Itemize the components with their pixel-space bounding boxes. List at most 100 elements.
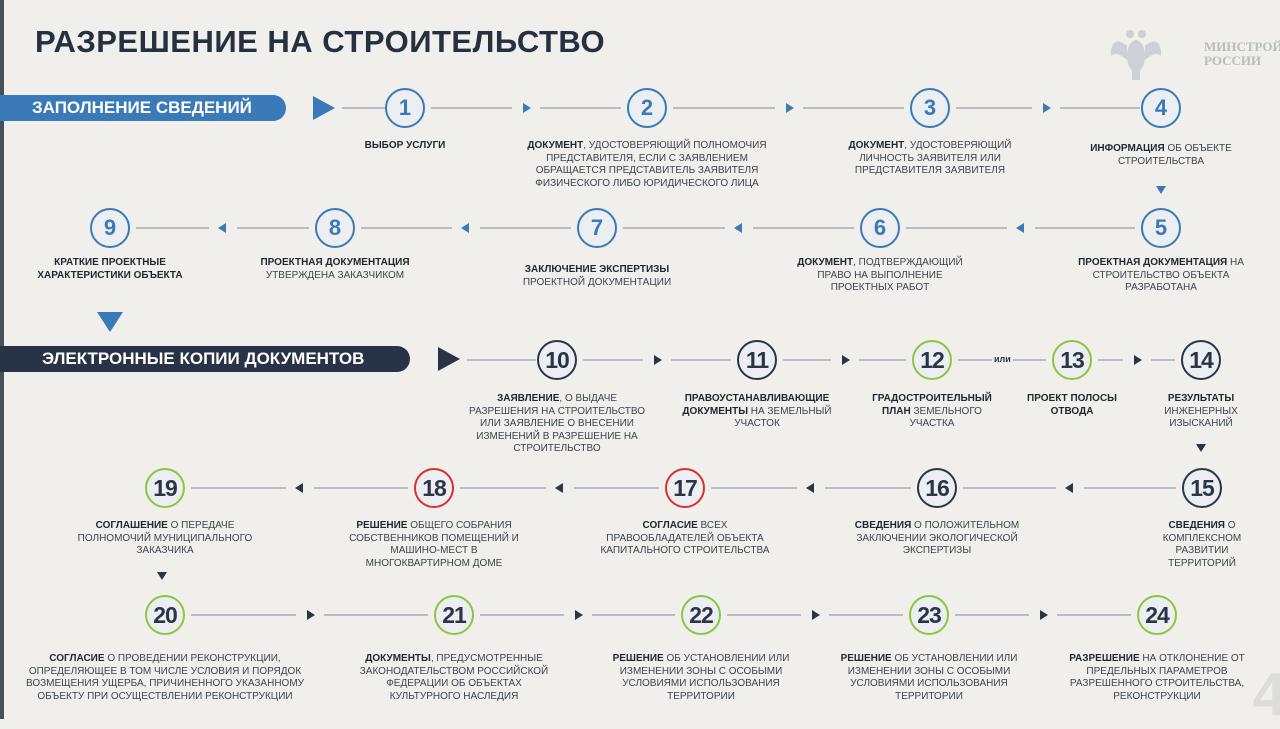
step-circle-8: 8 [315, 208, 355, 248]
step-text: , УДОСТОВЕРЯЮЩИЙ ПОЛНОМОЧИЯ ПРЕДСТАВИТЕЛ… [535, 140, 767, 189]
step-text: , ПОДТВЕРЖДАЮЩИЙ ПРАВО НА ВЫПОЛНЕНИЕ ПРО… [817, 257, 963, 293]
logo-line-2: РОССИИ [1204, 53, 1262, 68]
step-description-12: ГРАДОСТРОИТЕЛЬНЫЙ ПЛАН ЗЕМЕЛЬНОГО УЧАСТК… [867, 393, 997, 431]
step-description-3: ДОКУМЕНТ, УДОСТОВЕРЯЮЩИЙ ЛИЧНОСТЬ ЗАЯВИТ… [840, 140, 1020, 178]
step-title: ЗАЯВЛЕНИЕ [496, 393, 560, 404]
step-circle-23: 23 [909, 595, 949, 635]
ministry-logo: МИНСТРОЙ РОССИИ [1108, 26, 1280, 82]
section-banner-fill-info: ЗАПОЛНЕНИЕ СВЕДЕНИЙ [0, 95, 286, 121]
step-title: ВЫБОР УСЛУГИ [364, 140, 446, 151]
step-description-23: РЕШЕНИЕ ОБ УСТАНОВЛЕНИИ ИЛИ ИЗМЕНЕНИИ ЗО… [839, 653, 1019, 703]
step-title: СОГЛАСИЕ [49, 653, 105, 664]
step-description-11: ПРАВОУСТАНАВЛИВАЮЩИЕ ДОКУМЕНТЫ НА ЗЕМЕЛЬ… [667, 393, 847, 431]
step-circle-4: 4 [1141, 88, 1181, 128]
arrow-right-icon [1040, 610, 1048, 620]
step-title: РАЗРЕШЕНИЕ [1069, 653, 1140, 664]
step-description-1: ВЫБОР УСЛУГИ [315, 140, 495, 153]
step-circle-2: 2 [627, 88, 667, 128]
step-text: ЗЕМЕЛЬНОГО УЧАСТКА [909, 405, 982, 430]
step-description-5: ПРОЕКТНАЯ ДОКУМЕНТАЦИЯ НА СТРОИТЕЛЬСТВО … [1066, 257, 1256, 295]
step-title: КРАТКИЕ ПРОЕКТНЫЕ ХАРАКТЕРИСТИКИ ОБЪЕКТА [37, 257, 183, 281]
step-description-21: ДОКУМЕНТЫ, ПРЕДУСМОТРЕННЫЕ ЗАКОНОДАТЕЛЬС… [354, 653, 554, 703]
step-title: РЕШЕНИЕ [356, 520, 408, 531]
step-circle-14: 14 [1181, 340, 1221, 380]
arrow-left-icon [217, 223, 226, 233]
step-description-2: ДОКУМЕНТ, УДОСТОВЕРЯЮЩИЙ ПОЛНОМОЧИЯ ПРЕД… [522, 140, 772, 190]
step-title: СОГЛАСИЕ [642, 520, 698, 531]
step-text: О ПОЛОЖИТЕЛЬНОМ ЗАКЛЮЧЕНИИ ЭКОЛОГИЧЕСКОЙ… [856, 520, 1020, 556]
step-text: ОБЩЕГО СОБРАНИЯ СОБСТВЕННИКОВ ПОМЕЩЕНИЙ … [349, 520, 519, 569]
step-text: ПРОЕКТНОЙ ДОКУМЕНТАЦИИ [522, 276, 672, 288]
step-description-8: ПРОЕКТНАЯ ДОКУМЕНТАЦИЯ УТВЕРЖДЕНА ЗАКАЗЧ… [245, 257, 425, 282]
logo-text: МИНСТРОЙ РОССИИ [1204, 40, 1280, 68]
step-circle-21: 21 [434, 595, 474, 635]
step-circle-10: 10 [537, 340, 577, 380]
connector-line [342, 107, 386, 109]
step-description-4: ИНФОРМАЦИЯ ОБ ОБЪЕКТЕ СТРОИТЕЛЬСТВА [1071, 143, 1251, 168]
step-circle-17: 17 [665, 468, 705, 508]
step-circle-24: 24 [1137, 595, 1177, 635]
arrow-left-icon [554, 483, 563, 493]
step-title: ДОКУМЕНТ [848, 140, 905, 151]
step-text: ОБ УСТАНОВЛЕНИИ ИЛИ ИЗМЕНЕНИИ ЗОНЫ С ОСО… [619, 653, 790, 702]
step-circle-6: 6 [860, 208, 900, 248]
step-title: ДОКУМЕНТ [797, 257, 854, 268]
step-text: УТВЕРЖДЕНА ЗАКАЗЧИКОМ [265, 269, 405, 281]
step-circle-1: 1 [385, 88, 425, 128]
arrow-left-icon [461, 223, 469, 233]
arrow-right-icon [523, 103, 531, 113]
step-circle-20: 20 [145, 595, 185, 635]
step-title: СВЕДЕНИЯ [1168, 520, 1225, 531]
step-circle-12: 12 [912, 340, 952, 380]
step-text: НА ЗЕМЕЛЬНЫЙ УЧАСТОК [734, 405, 832, 430]
page-title: РАЗРЕШЕНИЕ НА СТРОИТЕЛЬСТВО [35, 24, 606, 59]
page-number: 4 [1252, 661, 1280, 728]
arrow-left-icon [1015, 223, 1024, 233]
arrow-left-icon [294, 483, 303, 493]
step-circle-3: 3 [910, 88, 950, 128]
step-description-16: СВЕДЕНИЯ О ПОЛОЖИТЕЛЬНОМ ЗАКЛЮЧЕНИИ ЭКОЛ… [847, 520, 1027, 558]
step-description-6: ДОКУМЕНТ, ПОДТВЕРЖДАЮЩИЙ ПРАВО НА ВЫПОЛН… [790, 257, 970, 295]
step-description-14: РЕЗУЛЬТАТЫ ИНЖЕНЕРНЫХ ИЗЫСКАНИЙ [1156, 393, 1246, 431]
step-description-19: СОГЛАШЕНИЕ О ПЕРЕДАЧЕ ПОЛНОМОЧИЙ МУНИЦИП… [75, 520, 255, 558]
step-text: О КОМПЛЕКСНОМ РАЗВИТИИ ТЕРРИТОРИЙ [1162, 520, 1242, 569]
step-description-15: СВЕДЕНИЯ О КОМПЛЕКСНОМ РАЗВИТИИ ТЕРРИТОР… [1147, 520, 1257, 570]
step-text: НА СТРОИТЕЛЬСТВО ОБЪЕКТА РАЗРАБОТАНА [1092, 257, 1244, 293]
step-description-9: КРАТКИЕ ПРОЕКТНЫЕ ХАРАКТЕРИСТИКИ ОБЪЕКТА [35, 257, 185, 282]
step-title: ПРАВОУСТАНАВЛИВАЮЩИЕ ДОКУМЕНТЫ [682, 393, 830, 417]
arrow-right-icon [785, 103, 794, 113]
step-text: О ПЕРЕДАЧЕ ПОЛНОМОЧИЙ МУНИЦИПАЛЬНОГО ЗАК… [77, 520, 253, 556]
step-circle-18: 18 [414, 468, 454, 508]
step-description-22: РЕШЕНИЕ ОБ УСТАНОВЛЕНИИ ИЛИ ИЗМЕНЕНИИ ЗО… [611, 653, 791, 703]
arrow-down-icon [1156, 186, 1166, 194]
section-arrow-icon [313, 96, 335, 120]
step-text: НА ОТКЛОНЕНИЕ ОТ ПРЕДЕЛЬНЫХ ПАРАМЕТРОВ Р… [1069, 653, 1245, 702]
arrow-left-icon [1064, 483, 1073, 493]
step-circle-5: 5 [1141, 208, 1181, 248]
arrow-right-icon [306, 610, 315, 620]
arrow-right-icon [654, 355, 662, 365]
step-description-13: ПРОЕКТ ПОЛОСЫ ОТВОДА [1017, 393, 1127, 418]
step-circle-9: 9 [90, 208, 130, 248]
step-description-20: СОГЛАСИЕ О ПРОВЕДЕНИИ РЕКОНСТРУКЦИИ, ОПР… [15, 653, 315, 703]
section-banner-electronic-copies: ЭЛЕКТРОННЫЕ КОПИИ ДОКУМЕНТОВ [0, 346, 410, 372]
or-label: или [992, 354, 1013, 364]
arrow-right-icon [1133, 355, 1142, 365]
arrow-down-icon [97, 312, 123, 332]
step-description-17: СОГЛАСИЕ ВСЕХ ПРАВООБЛАДАТЕЛЕЙ ОБЪЕКТА К… [595, 520, 775, 558]
step-circle-19: 19 [145, 468, 185, 508]
step-circle-22: 22 [681, 595, 721, 635]
step-title: ДОКУМЕНТ [527, 140, 584, 151]
step-title: РЕЗУЛЬТАТЫ [1167, 393, 1235, 404]
step-title: РЕШЕНИЕ [840, 653, 892, 664]
arrow-down-icon [157, 572, 167, 580]
step-title: ДОКУМЕНТЫ [365, 653, 431, 664]
step-circle-11: 11 [737, 340, 777, 380]
step-description-18: РЕШЕНИЕ ОБЩЕГО СОБРАНИЯ СОБСТВЕННИКОВ ПО… [344, 520, 524, 570]
arrow-right-icon [574, 610, 583, 620]
step-text: О ПРОВЕДЕНИИ РЕКОНСТРУКЦИИ, ОПРЕДЕЛЯЮЩЕЕ… [25, 653, 305, 702]
arrow-left-icon [733, 223, 742, 233]
step-title: СОГЛАШЕНИЕ [95, 520, 168, 531]
connector-line [467, 359, 536, 361]
step-text: ОБ ОБЪЕКТЕ СТРОИТЕЛЬСТВА [1117, 143, 1232, 167]
